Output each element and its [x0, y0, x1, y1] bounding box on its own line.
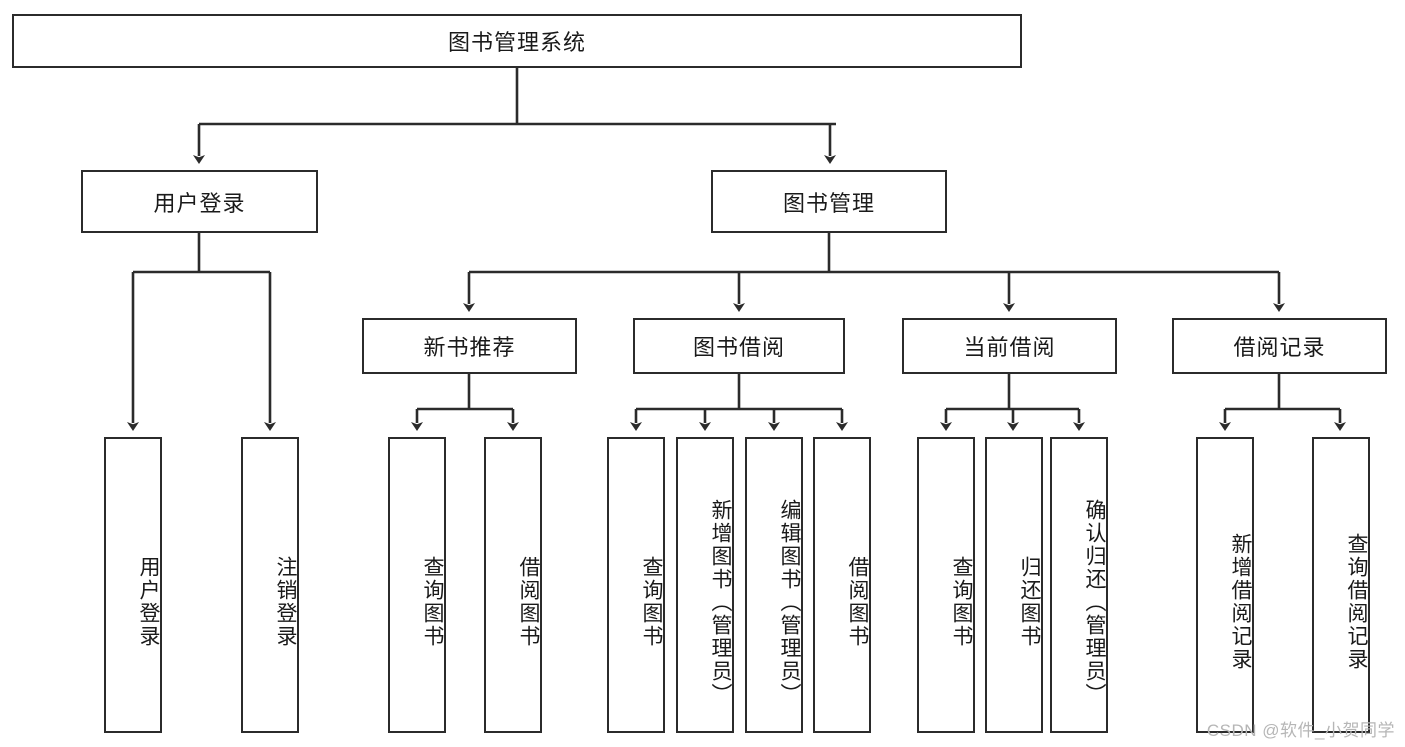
node-user-login[interactable]: 用户登录: [81, 170, 318, 233]
leaf-label: 查询借阅记录: [1345, 533, 1368, 671]
leaf-query-books-recommend[interactable]: 查询图书: [388, 437, 446, 733]
node-label: 当前借阅: [963, 335, 1056, 360]
leaf-label: 查询图书: [640, 556, 663, 648]
leaf-label: 新增图书（管理员）: [709, 498, 732, 706]
node-label: 图书借阅: [692, 335, 785, 360]
node-label: 用户登录: [153, 190, 246, 216]
leaf-label: 归还图书: [1018, 556, 1041, 648]
leaf-label: 新增借阅记录: [1229, 533, 1252, 671]
leaf-user-login[interactable]: 用户登录: [104, 437, 162, 733]
leaf-label: 查询图书: [950, 556, 973, 648]
leaf-label: 查询图书: [421, 556, 444, 648]
node-book-borrowing[interactable]: 图书借阅: [633, 318, 845, 374]
leaf-label: 借阅图书: [846, 556, 869, 648]
node-label: 图书管理系统: [447, 30, 586, 55]
leaf-label: 编辑图书（管理员）: [778, 498, 801, 706]
leaf-label: 确认归还（管理员）: [1083, 498, 1106, 706]
node-root-book-management-system[interactable]: 图书管理系统: [12, 14, 1022, 68]
node-new-book-recommendation[interactable]: 新书推荐: [362, 318, 577, 374]
csdn-watermark: CSDN @软件_小贺同学: [1206, 721, 1395, 740]
leaf-edit-book-admin[interactable]: 编辑图书（管理员）: [745, 437, 803, 733]
node-book-management[interactable]: 图书管理: [711, 170, 947, 233]
leaf-confirm-return-admin[interactable]: 确认归还（管理员）: [1050, 437, 1108, 733]
leaf-borrow-books-borrowing[interactable]: 借阅图书: [813, 437, 871, 733]
node-label: 借阅记录: [1233, 335, 1326, 360]
leaf-label: 借阅图书: [517, 556, 540, 648]
leaf-add-book-admin[interactable]: 新增图书（管理员）: [676, 437, 734, 733]
leaf-return-books[interactable]: 归还图书: [985, 437, 1043, 733]
leaf-label: 注销登录: [274, 556, 297, 648]
leaf-borrow-books-recommend[interactable]: 借阅图书: [484, 437, 542, 733]
leaf-query-books-borrowing[interactable]: 查询图书: [607, 437, 665, 733]
node-label: 图书管理: [782, 190, 875, 216]
node-current-borrowing[interactable]: 当前借阅: [902, 318, 1117, 374]
node-label: 新书推荐: [423, 335, 516, 360]
node-borrow-records[interactable]: 借阅记录: [1172, 318, 1387, 374]
leaf-add-borrow-record[interactable]: 新增借阅记录: [1196, 437, 1254, 733]
leaf-label: 用户登录: [137, 556, 160, 648]
leaf-query-books-current[interactable]: 查询图书: [917, 437, 975, 733]
leaf-query-borrow-record[interactable]: 查询借阅记录: [1312, 437, 1370, 733]
leaf-logout[interactable]: 注销登录: [241, 437, 299, 733]
